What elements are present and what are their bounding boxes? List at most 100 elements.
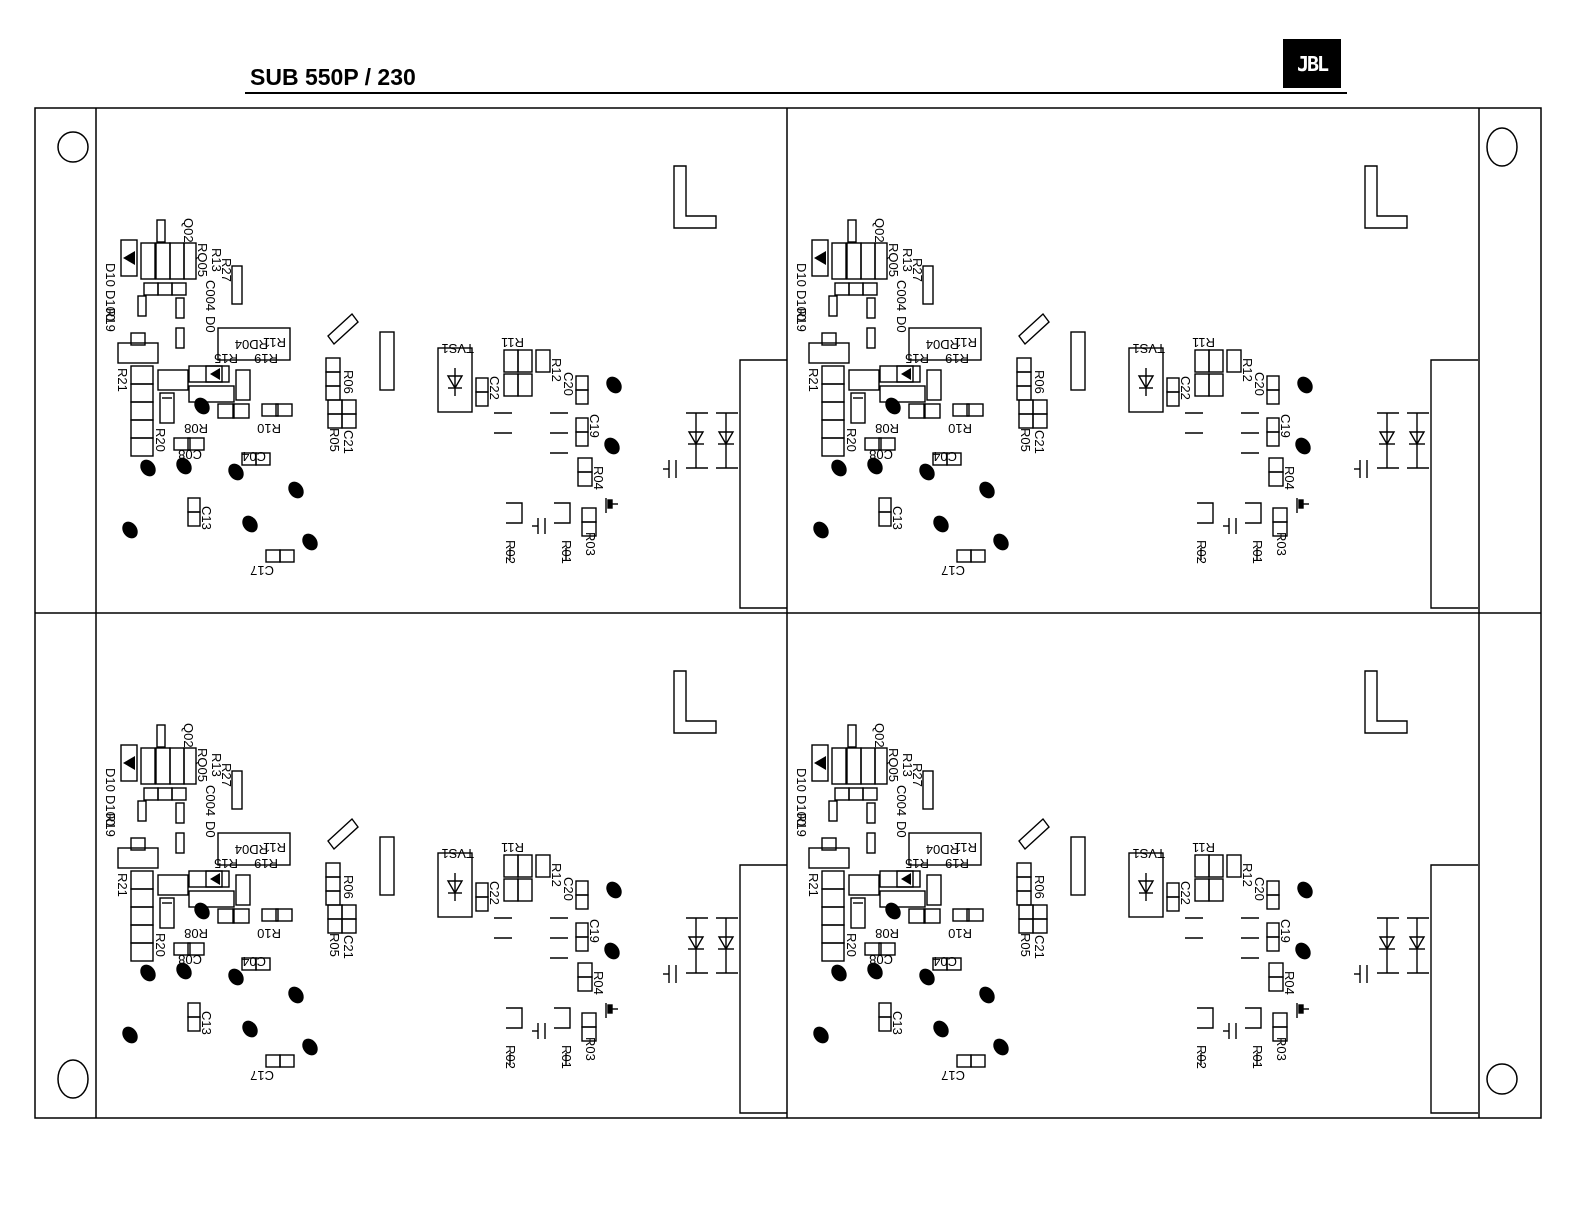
pad [503, 854, 519, 878]
pad [577, 471, 593, 487]
pad [848, 282, 864, 296]
component-label: R08 [875, 421, 899, 436]
pad [130, 419, 154, 439]
component-label: C19 [1278, 414, 1293, 438]
component-label: RD04 [926, 842, 959, 857]
pad [878, 1016, 892, 1032]
pad [140, 242, 156, 280]
pad [575, 417, 589, 433]
mounting-hole [1486, 1063, 1518, 1095]
component-label: D0 [894, 821, 909, 838]
mounting-hole [1486, 127, 1518, 167]
component-label: C13 [890, 1011, 905, 1035]
pad [847, 724, 857, 748]
component-label: R05 [1018, 428, 1033, 452]
pad [341, 904, 357, 920]
pad [130, 870, 154, 890]
pad [581, 1026, 597, 1042]
pad [140, 747, 156, 785]
pad [1194, 349, 1210, 373]
pad [828, 295, 838, 317]
pad [1272, 1026, 1288, 1042]
component-label: R21 [115, 873, 130, 897]
via-pad [606, 881, 622, 899]
pad [581, 1012, 597, 1028]
pad [217, 908, 235, 924]
pad [575, 389, 589, 405]
component-label: C20 [1252, 877, 1267, 901]
via-pad [867, 457, 883, 475]
pad [130, 383, 154, 403]
via-pad [228, 463, 244, 481]
component-label: C13 [199, 506, 214, 530]
pad [860, 242, 876, 280]
component-label: C13 [890, 506, 905, 530]
pad [1018, 399, 1034, 415]
pad [475, 896, 489, 912]
component-label: R11 [263, 335, 286, 350]
pad [966, 908, 984, 922]
component-label: R02 [1194, 1045, 1209, 1069]
component-label: C04 [242, 954, 266, 969]
component-label: R20 [844, 933, 859, 957]
component-label: R27 [910, 763, 925, 787]
pad [848, 369, 880, 391]
pad [325, 876, 341, 892]
component-label: D100 [794, 290, 809, 321]
via-pad [194, 397, 210, 415]
pad [1016, 890, 1032, 906]
pad [173, 437, 191, 451]
via-pad [242, 1020, 258, 1038]
component-label: R01 [559, 1045, 574, 1069]
pad [926, 874, 942, 906]
pad [1032, 904, 1048, 920]
title-underline [245, 92, 1347, 94]
pad [341, 399, 357, 415]
component-label: R20 [153, 428, 168, 452]
component-label: R12 [1240, 863, 1255, 887]
component-label: R21 [806, 873, 821, 897]
via-pad [228, 968, 244, 986]
pad [866, 802, 876, 824]
jbl-logo: JBL [1283, 39, 1341, 88]
pad [1208, 349, 1224, 373]
diode-symbol [717, 431, 735, 446]
pad [970, 1054, 986, 1068]
pad [1272, 521, 1288, 537]
component-label: R05 [327, 428, 342, 452]
pad [255, 452, 271, 466]
pad [130, 401, 154, 421]
via-pad [194, 902, 210, 920]
component-label: D0 [894, 316, 909, 333]
pad [183, 242, 197, 280]
pad [159, 897, 175, 929]
pad [1016, 385, 1032, 401]
pad [575, 431, 589, 447]
pad [946, 452, 962, 466]
pad [475, 377, 489, 393]
via-pad [831, 459, 847, 477]
component-label: R13 [900, 248, 915, 272]
pad [1268, 471, 1284, 487]
component-label: R06 [341, 370, 356, 394]
pad [325, 371, 341, 387]
pad [130, 437, 154, 457]
pad [1266, 922, 1280, 938]
component-label: C22 [1178, 881, 1193, 905]
component-label: D100 [794, 795, 809, 826]
component-label: R04 [591, 466, 606, 490]
pad [171, 282, 187, 296]
pad [1194, 878, 1210, 902]
component-label: C004 [894, 280, 909, 311]
pad [517, 349, 533, 373]
pad [325, 357, 341, 373]
connector-outline [739, 359, 787, 609]
component-label: R08 [184, 926, 208, 941]
pad [1016, 371, 1032, 387]
pad [847, 219, 857, 243]
via-pad [919, 463, 935, 481]
pad [896, 365, 914, 383]
diode-symbol [1408, 936, 1426, 951]
pad [575, 880, 589, 896]
